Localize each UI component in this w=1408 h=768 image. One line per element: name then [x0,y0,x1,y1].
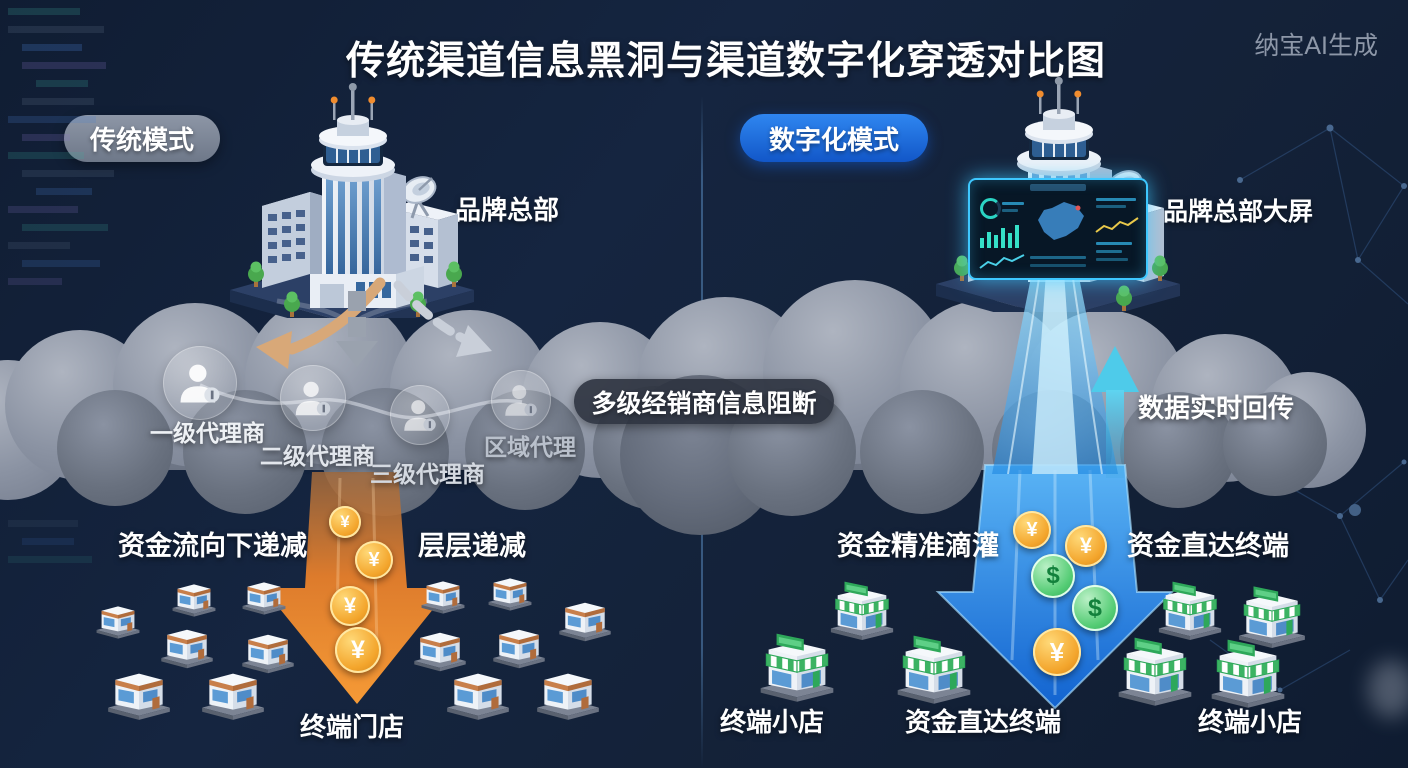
store-icon [238,566,290,621]
screen-area-chart [1095,217,1139,233]
hq-label-right: 品牌总部大屏 [1163,198,1314,226]
dollar-coin: $ [1031,554,1075,598]
agent-connector-line [199,383,523,420]
yuan-coin: ¥ [1033,628,1081,676]
information-blockage-label: 多级经销商信息阻断 [591,389,817,418]
store-icon [417,565,469,620]
hq-label-left: 品牌总部 [455,195,560,225]
store-icon [102,650,176,727]
store-icon [890,622,978,711]
yuan-coin: ¥ [330,586,370,626]
funds-flow-label: 资金流向下递减 [118,531,307,561]
yuan-coin: ¥ [1013,511,1051,549]
code-background-decoration [8,8,114,563]
screen-line-chart [979,254,1025,269]
tier-decrease-label: 层层递减 [418,531,526,561]
page-title: 传统渠道信息黑洞与渠道数字化穿透对比图 [345,40,1107,83]
tree-icons [954,255,1168,311]
direct-funds-bottom-label: 资金直达终端 [904,707,1062,737]
small-stores-left-label: 终端小店 [719,707,825,737]
agent-regional-label: 区域代理 [484,434,576,460]
traditional-mode-badge: 传统模式 [64,115,220,162]
hq-distribution-arrows [256,277,492,369]
yuan-coin: ¥ [329,506,361,538]
small-stores-right-label: 终端小店 [1197,707,1303,737]
glare-decoration [1368,660,1408,718]
data-return-up-arrow [1091,346,1139,478]
agent-avatar-tier3 [390,385,450,445]
screen-donut-chart [980,198,1001,219]
yuan-coin: ¥ [355,541,393,579]
agent-avatar-regional [491,370,551,430]
store-icon [196,650,270,727]
screen-china-map [1038,202,1084,240]
digital-mode-badge: 数字化模式 [740,114,928,162]
traditional-mode-label: 传统模式 [89,125,194,155]
satellite-dish-icon [401,176,437,219]
store-icon [484,562,536,617]
terminal-stores-label: 终端门店 [299,712,405,742]
screen-header-bar [1029,184,1087,191]
store-icon [554,583,616,648]
data-return-label: 数据实时回传 [1138,393,1295,423]
agent-avatar-tier2 [280,365,346,431]
agent-tier1-label: 一级代理商 [150,420,265,446]
store-icon [441,650,515,727]
information-blockage-badge: 多级经销商信息阻断 [574,379,834,424]
hq-dashboard-screen [968,178,1148,280]
yuan-coin: ¥ [335,627,381,673]
agent-avatar-tier1 [163,346,237,420]
watermark: 纳宝AI生成 [1254,32,1378,60]
yuan-coin: ¥ [1065,525,1107,567]
brand-hq-building [230,83,474,318]
agent-tier2-label: 二级代理商 [260,443,375,469]
data-beam [992,272,1118,474]
screen-bar-chart [980,225,1019,248]
precision-funds-label: 资金精准滴灌 [837,531,999,561]
store-icon [531,650,605,727]
agent-tier3-label: 三级代理商 [370,461,485,487]
store-icon [92,590,144,645]
store-icon [1111,624,1199,713]
store-icon [753,620,841,709]
digital-mode-label: 数字化模式 [768,124,899,155]
direct-funds-label: 资金直达终端 [1127,531,1289,561]
dollar-coin: $ [1072,585,1118,631]
